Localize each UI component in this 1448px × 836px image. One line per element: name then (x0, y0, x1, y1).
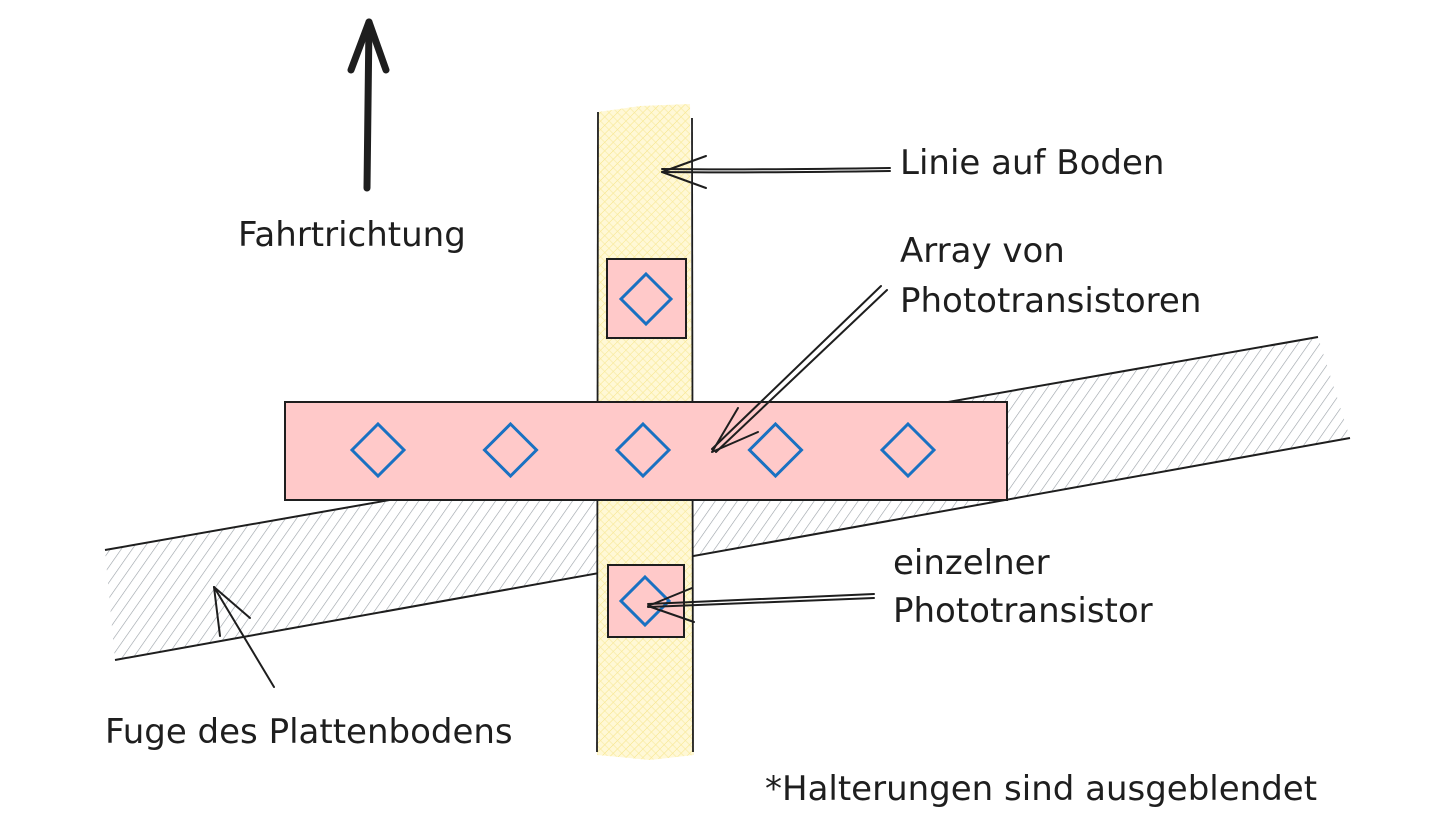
array-leader-arrow (711, 285, 888, 453)
direction-label: Fahrtrichtung (238, 215, 466, 255)
floor-line-label: Linie auf Boden (900, 143, 1164, 183)
single-phototransistor-diode-icon (618, 574, 672, 628)
upper-sensor (606, 258, 687, 339)
phototransistor-array (284, 401, 1008, 501)
array-label-line2: Phototransistoren (900, 281, 1201, 321)
array-diode-icon (349, 421, 407, 479)
single-label-line1: einzelner (893, 543, 1050, 583)
array-diodes (349, 421, 937, 479)
single-leader-arrow (647, 587, 875, 623)
array-label-line1: Array von (900, 231, 1065, 271)
footnote: *Halterungen sind ausgeblendet (765, 769, 1317, 809)
joint-label: Fuge des Plattenbodens (105, 712, 513, 752)
single-label-line2: Phototransistor (893, 591, 1153, 631)
upper-sensor-diode-icon (618, 271, 674, 327)
array-diode-icon (747, 421, 804, 479)
joint-leader-arrow (213, 586, 275, 688)
array-diode-icon (482, 421, 539, 479)
single-phototransistor (607, 564, 685, 638)
array-diode-icon (614, 421, 672, 479)
array-diode-icon (879, 421, 937, 479)
floor-line-leader-arrow (661, 155, 891, 189)
direction-arrow (347, 18, 390, 192)
